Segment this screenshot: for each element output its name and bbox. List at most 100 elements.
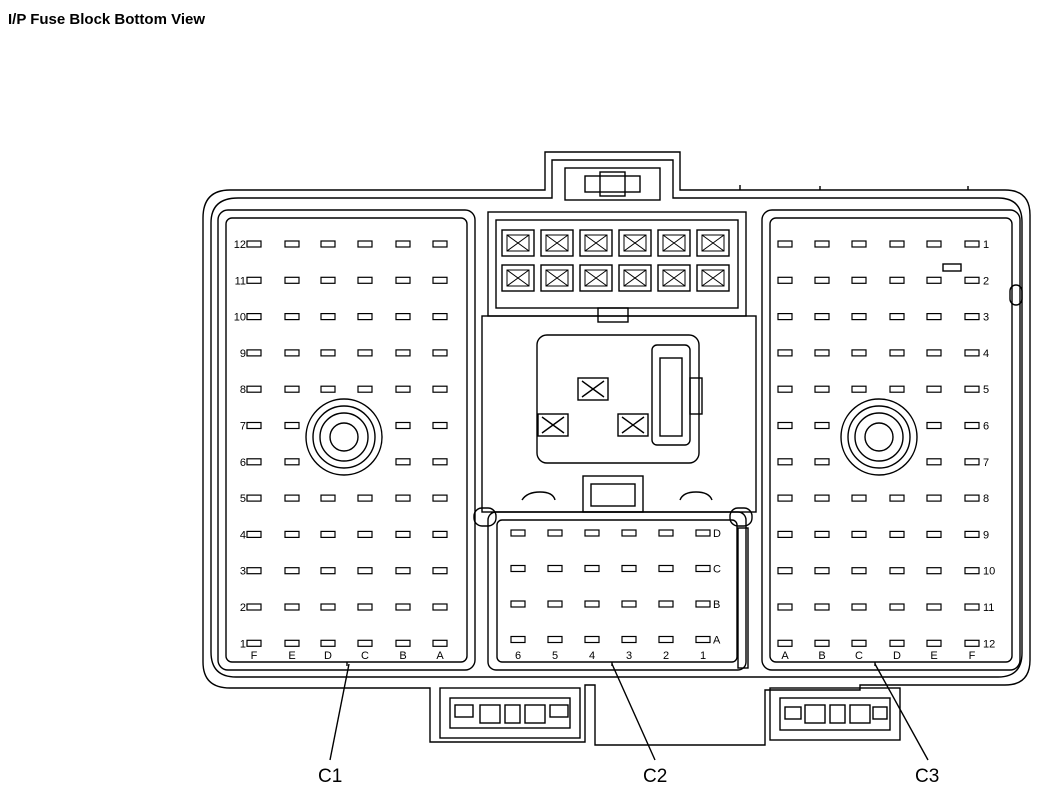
c2-terminal <box>621 529 637 537</box>
c3-terminal <box>926 349 942 357</box>
c1-terminal <box>432 639 448 647</box>
c1-terminal <box>284 276 300 284</box>
c1-terminal <box>320 240 336 248</box>
c1-terminal <box>246 349 262 357</box>
c3-terminal <box>777 421 793 430</box>
c1-terminal <box>320 567 336 575</box>
c1-row-label: 8 <box>240 384 246 396</box>
c1-terminal <box>246 385 262 393</box>
c3-terminal <box>814 530 830 539</box>
c1-terminal <box>395 458 411 466</box>
c3-terminal <box>777 458 793 466</box>
bottom-latch-left <box>439 687 581 739</box>
c1-terminal <box>395 240 411 248</box>
c1-terminal <box>320 639 336 647</box>
c2-row-label: D <box>713 528 721 540</box>
c2-terminal <box>658 635 674 644</box>
c3-row-label: 5 <box>983 384 989 396</box>
c1-terminal <box>432 494 448 502</box>
c3-terminal <box>926 458 942 466</box>
c3-terminal <box>889 494 905 502</box>
c3-terminal <box>777 349 793 357</box>
c2-col-label: 1 <box>700 650 706 662</box>
c2-terminal <box>658 564 674 573</box>
c3-terminal <box>926 530 942 539</box>
c3-col-label: A <box>781 650 789 662</box>
c3-terminal <box>926 240 942 248</box>
c2-terminal <box>695 529 711 537</box>
bottom-latch-right <box>769 687 901 741</box>
c1-terminal <box>284 458 300 466</box>
c1-terminal <box>395 349 411 357</box>
c3-col-label: B <box>818 650 825 662</box>
relay-cavity <box>540 229 574 257</box>
c3-terminal <box>926 494 942 502</box>
c1-terminal <box>357 603 373 611</box>
c1-terminal <box>432 313 448 321</box>
c1-terminal <box>432 276 448 284</box>
c2-row-label: A <box>713 635 721 647</box>
leader-lines <box>329 662 929 761</box>
c1-terminal <box>395 567 411 575</box>
c3-terminal <box>851 603 867 611</box>
c3-col-label: F <box>969 650 976 662</box>
c1-terminal <box>246 494 262 502</box>
c1-terminal <box>357 567 373 575</box>
c1-terminal <box>395 603 411 611</box>
c1-terminal <box>284 313 300 321</box>
c1-terminal <box>357 349 373 357</box>
relay-cavity <box>696 229 730 257</box>
c2-terminal <box>547 600 563 608</box>
c1-terminal <box>246 567 262 575</box>
c2-terminal <box>695 600 711 608</box>
c1-terminal <box>357 385 373 393</box>
c3-terminal <box>926 313 942 321</box>
c3-terminal <box>964 494 980 502</box>
c3-terminal <box>851 349 867 357</box>
c2-terminal <box>695 564 711 573</box>
c1-terminal <box>432 530 448 539</box>
c3-terminal <box>889 603 905 611</box>
c3-terminal <box>851 385 867 393</box>
c2-terminal <box>621 600 637 608</box>
c3-terminal <box>926 639 942 647</box>
c2-terminal <box>658 600 674 608</box>
c1-terminal <box>357 530 373 539</box>
c2-col-label: 3 <box>626 650 632 662</box>
c3-terminal <box>851 639 867 647</box>
c1-row-label: 2 <box>240 602 246 614</box>
c3-terminal <box>964 240 980 248</box>
c2-col-label: 5 <box>552 650 558 662</box>
c3-terminal <box>814 421 830 430</box>
c3-terminal <box>814 639 830 647</box>
c3-terminal <box>814 494 830 502</box>
c1-terminal <box>320 603 336 611</box>
relay-cavity <box>501 264 535 292</box>
c1-terminal <box>320 530 336 539</box>
c3-terminal <box>889 276 905 284</box>
c3-terminal <box>814 567 830 575</box>
c1-terminal <box>432 240 448 248</box>
c2-col-label: 4 <box>589 650 595 662</box>
c3-row-label: 11 <box>983 602 994 614</box>
c1-terminal <box>284 421 300 430</box>
c3-row-label: 3 <box>983 312 989 324</box>
top-latch <box>564 167 1023 306</box>
c3-row-label: 1 <box>983 239 989 251</box>
c3-row-label: 2 <box>983 275 989 287</box>
c3-row-label: 12 <box>983 638 995 650</box>
c3-terminal <box>777 313 793 321</box>
c2-terminal <box>510 529 526 537</box>
c3-terminal <box>814 349 830 357</box>
c1-terminal <box>284 494 300 502</box>
c3-callout: C3 <box>915 766 939 787</box>
c1-row-label: 1 <box>240 638 246 650</box>
c3-terminal <box>964 530 980 539</box>
c2-terminal <box>547 529 563 537</box>
c1-terminal <box>395 530 411 539</box>
c1-terminal <box>395 276 411 284</box>
c1-terminal <box>432 567 448 575</box>
c1-col-label: D <box>324 650 332 662</box>
